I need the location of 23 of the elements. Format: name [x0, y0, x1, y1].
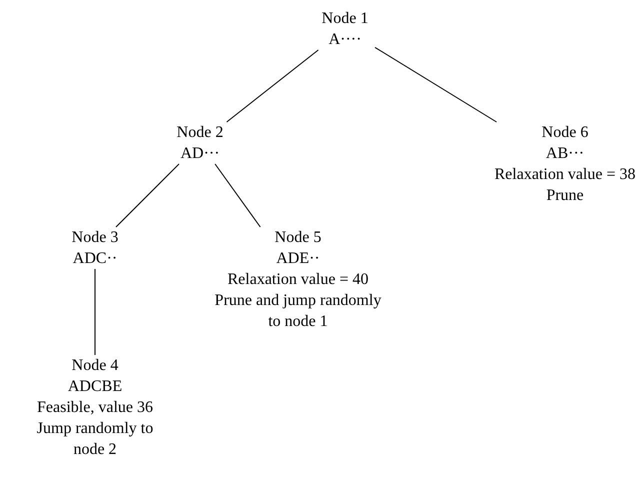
- tree-edge: [226, 50, 319, 122]
- node-text: Jump randomly to node 2: [36, 419, 154, 460]
- tree-edge: [214, 164, 261, 228]
- node-text: AB···: [546, 144, 584, 164]
- node-text: ADE··: [276, 249, 320, 269]
- node-title: Node 2: [176, 123, 224, 143]
- node-title: Node 5: [274, 228, 322, 248]
- node-text: Feasible, value 36: [37, 398, 153, 418]
- node-text: ADC··: [72, 249, 118, 269]
- node-text: Relaxation value = 40: [228, 270, 368, 290]
- node-text: Relaxation value = 38: [494, 165, 636, 185]
- node-text: Prune: [546, 186, 584, 206]
- node-text: ADCBE: [68, 377, 122, 397]
- node-title: Node 4: [72, 356, 118, 376]
- node-title: Node 1: [322, 9, 368, 29]
- tree-edge: [374, 46, 498, 122]
- tree-edge: [116, 164, 180, 228]
- tree-edge: [94, 268, 96, 356]
- node-title: Node 3: [72, 228, 118, 248]
- node-text: A····: [328, 30, 362, 50]
- node-title: Node 6: [542, 123, 588, 143]
- node-text: AD···: [180, 144, 220, 164]
- node-text: Prune and jump randomly to node 1: [214, 291, 382, 332]
